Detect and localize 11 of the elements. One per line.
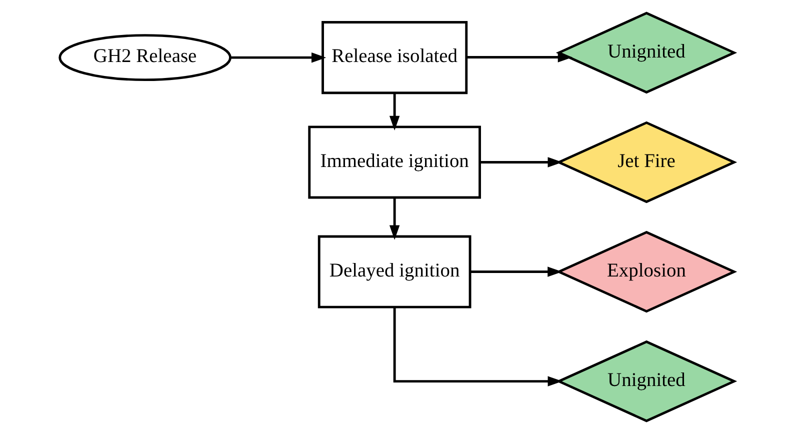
arrow [470, 266, 562, 277]
arrow [479, 157, 562, 168]
node-ellipse: GH2 Release [58, 34, 231, 82]
arrow [392, 308, 562, 386]
node-box: Delayed ignition [317, 235, 471, 308]
node-box: Immediate ignition [308, 126, 480, 199]
arrow [230, 52, 326, 63]
arrow [466, 52, 572, 62]
arrow [388, 198, 400, 240]
arrow [388, 93, 400, 131]
node-box: Release isolated [321, 21, 468, 94]
